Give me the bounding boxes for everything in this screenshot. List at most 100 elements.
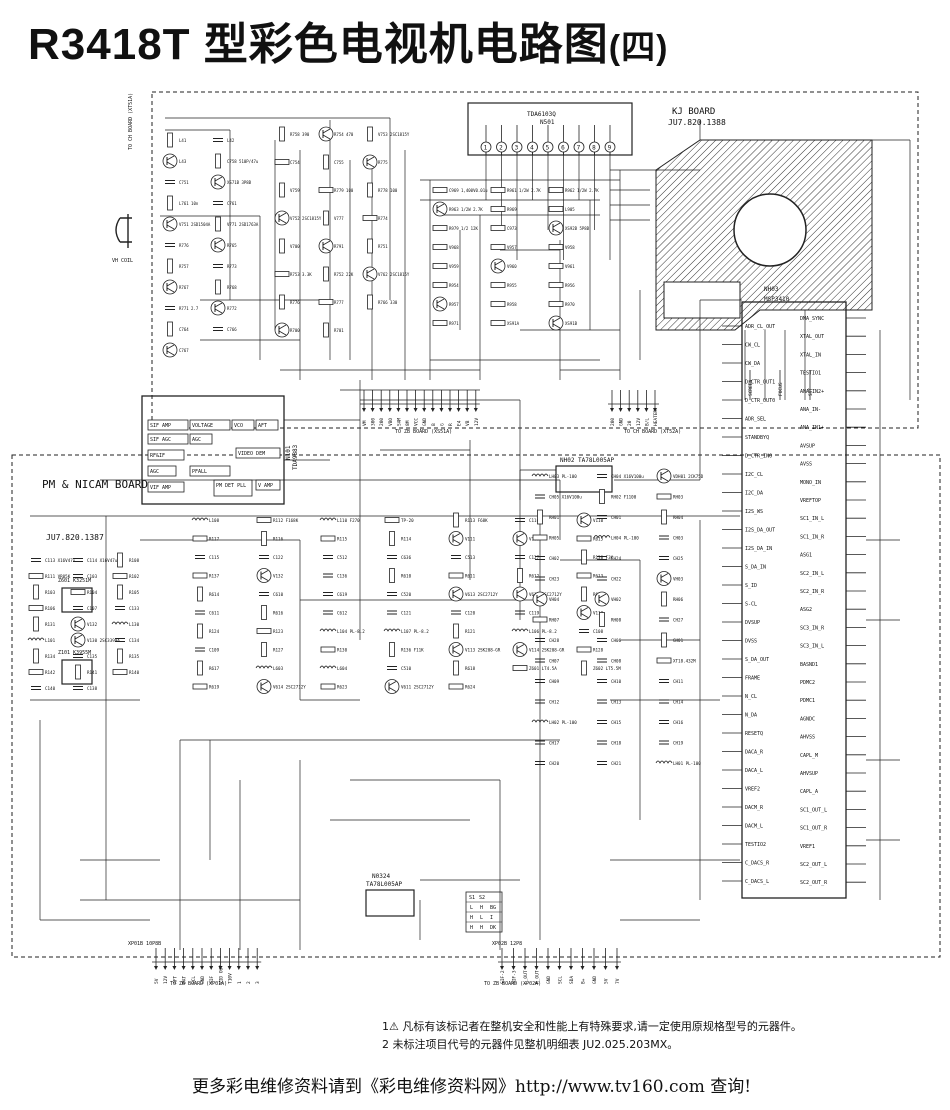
pm-left-label: R135 xyxy=(129,654,140,659)
kj-chip-pin-number: 8 xyxy=(592,145,596,152)
regulator-ref: NH02 xyxy=(560,457,575,464)
kj-mid-component-label: R778 100 xyxy=(378,188,398,193)
pm-mid-transistor-emitter xyxy=(452,539,461,544)
pm-right-label: CH09 xyxy=(549,679,560,684)
pm-left-resistor xyxy=(117,584,123,600)
pm-right-transistor xyxy=(656,468,672,484)
pm-mid-transistor-collector xyxy=(260,570,269,575)
kj-bottom-pin-left-label: GND xyxy=(422,418,428,426)
pm-right-label: RH02 F1100 xyxy=(611,495,637,500)
pm-right-label: CH08 xyxy=(611,659,622,664)
pm-mid-inductor xyxy=(383,628,401,632)
kj-right-resistor xyxy=(432,187,448,193)
main-ic-block xyxy=(231,419,255,431)
kj-board-label: KJ BOARD xyxy=(672,107,715,117)
kj-mid-resistor xyxy=(279,182,285,198)
pm-right-resistor xyxy=(661,591,667,607)
pm-right-label: CH11 xyxy=(673,679,684,684)
kj-left-transistor-emitter xyxy=(214,308,223,314)
dsp-right-pin-label: SC1_IN_R xyxy=(800,534,825,540)
kj-right-transistor-collector xyxy=(436,298,445,304)
pm-left-label: C107 xyxy=(87,606,98,611)
kj-left-component-label: C751 xyxy=(179,180,189,185)
kj-bottom-pin-left-label: 8M xyxy=(405,420,411,426)
pm-mid-label: R117 xyxy=(209,537,220,542)
kj-left-component-label: R772 xyxy=(227,306,237,311)
kj-left-component-label: V771 2SD1763A xyxy=(227,222,259,227)
pm-bottom-pin-right-arrow xyxy=(500,966,504,970)
main-ic-block-label: SIF AMP xyxy=(150,423,171,429)
pm-right-transistor xyxy=(656,571,672,586)
pm-bottom-pin-left-label: 1 xyxy=(237,981,243,984)
kj-left-transistor-collector xyxy=(166,218,175,224)
pm-left-label: R106 xyxy=(45,606,56,611)
kj-right-resistor xyxy=(432,244,448,250)
kj-chip-ref: N501 xyxy=(540,119,555,126)
saw-filter-z101-label: Z101 K3955M xyxy=(58,650,91,656)
pm-right-label: GH01 xyxy=(673,638,684,643)
pm-bottom-pin-right-arrow xyxy=(557,966,562,970)
kj-left-resistor xyxy=(167,195,173,211)
kj-right-resistor xyxy=(548,244,564,250)
dsp-left-pin-label: C_DACS_L xyxy=(745,879,769,885)
pm-left-label: L130 xyxy=(129,622,140,627)
pm-left-resistor xyxy=(117,552,123,568)
kj-tag-ch-board-b: TO CH BOARD (XT52A) xyxy=(624,429,681,435)
kj-mid-resistor xyxy=(279,126,285,142)
pm-right-label: CH05 X16V100u xyxy=(549,495,582,500)
pm-right-inductor xyxy=(593,535,611,539)
kj-mid-component-label: R701 xyxy=(334,328,344,333)
kj-tag-zb-board: TO ZB BOARD (XS51A) xyxy=(395,429,452,435)
pm-right-label: VH04 xyxy=(549,597,560,602)
pm-mid-label: R615 xyxy=(593,537,604,542)
main-ic-block xyxy=(147,433,189,445)
pm-right-resistor xyxy=(661,632,667,648)
kj-right-transistor-emitter xyxy=(436,304,445,310)
pm-left-transistor-emitter xyxy=(74,640,83,646)
kj-mid-resistor xyxy=(274,159,290,165)
kj-chip-pin-number: 1 xyxy=(484,145,488,152)
kj-bottom-pin-left-label: 300 xyxy=(371,418,377,426)
kj-mid-component-label: R752 22K xyxy=(334,272,354,277)
pm-mid-resistor xyxy=(197,623,203,639)
kj-chip-pin-number: 5 xyxy=(546,145,550,152)
pm-mid-label: R618 xyxy=(465,666,476,671)
main-ic-block-label: VCO xyxy=(234,423,243,429)
kj-right-resistor xyxy=(490,301,506,307)
pm-mid-transistor xyxy=(512,586,528,602)
pm-mid-label: Z602 LT5.5M xyxy=(593,666,621,671)
pm-mid-label: C109 xyxy=(209,648,220,653)
pm-bottom-pin-left-label: AFT xyxy=(172,976,178,984)
kj-right-component-label: R962 1/2W 2.7K xyxy=(565,188,599,193)
pm-left-label: C133 xyxy=(129,606,140,611)
kj-left-transistor-collector xyxy=(214,302,223,308)
kj-bottom-pin-left-arrow xyxy=(422,408,427,412)
kj-left-component-label: L43 xyxy=(179,159,187,164)
kj-bottom-pin-left-label: R xyxy=(448,423,454,426)
pm-right-transistor-emitter xyxy=(660,579,669,584)
pm-mid-resistor xyxy=(576,535,592,542)
dsp-left-pin-label: ADR_SEL xyxy=(745,417,766,423)
pm-left-inductor xyxy=(27,637,45,641)
kj-mid-resistor xyxy=(323,210,329,226)
pm-mid-label: V614 2SC2712Y xyxy=(273,685,306,690)
kj-bottom-pin-left-arrow xyxy=(473,408,478,412)
pm-left-resistor xyxy=(33,584,39,600)
kj-bottom-pin-left-label: SAM xyxy=(396,418,402,426)
pm-right-transistor xyxy=(532,591,548,607)
regulator2-part: TA78L005AP xyxy=(366,881,403,888)
main-ic-block xyxy=(235,447,281,459)
dsp-left-pin-label: FRAME xyxy=(745,676,760,682)
pm-right-label: RH06 xyxy=(673,597,684,602)
kj-mid-resistor xyxy=(367,182,373,198)
kj-mid-component-label: R777 xyxy=(334,300,344,305)
main-ic-block-label: RF&IF xyxy=(150,453,165,459)
dsp-right-pin-label: VREF1 xyxy=(800,844,815,850)
pm-bottom-pin-left-arrow xyxy=(255,966,260,970)
pm-mid-resistor xyxy=(581,586,587,602)
kj-bottom-pin-left-arrow xyxy=(439,408,444,412)
dsp-right-pin-label: TESTIO1 xyxy=(800,371,821,377)
dsp-right-pin-label: SC2_IN_L xyxy=(800,571,824,577)
switch-table-cell: L xyxy=(480,915,483,921)
pm-bottom-pin-right-label: B+ xyxy=(581,978,587,984)
